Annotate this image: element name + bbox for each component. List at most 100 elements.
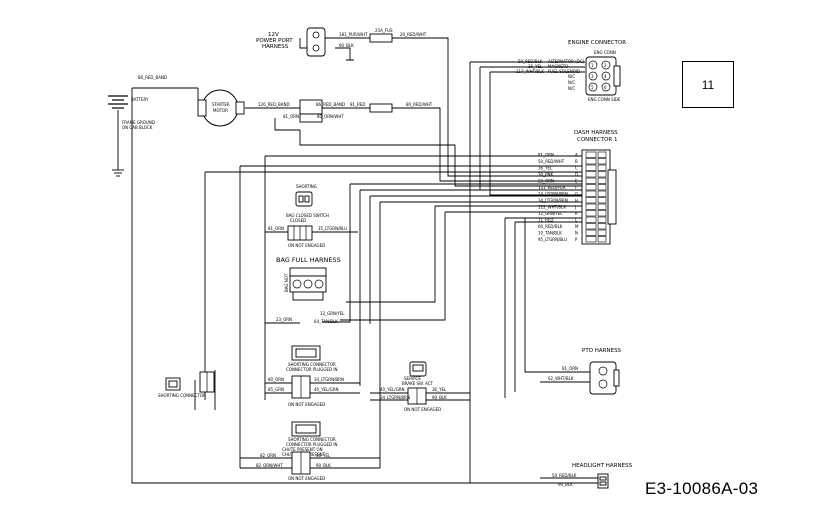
engine-conn-side: ENG CONN SIDE <box>588 97 621 102</box>
left-shorting-label: SHORTING CONNECTOR <box>158 393 206 398</box>
dash-pin-cell <box>585 190 597 197</box>
engine-pin-4: 4 <box>604 74 607 79</box>
shorting-connector-1: SHORTING CONNECTOR CONNECTOR PLUGGED IN … <box>268 345 344 407</box>
page-number: 11 <box>701 77 715 92</box>
dash-pin-cell <box>597 158 607 165</box>
fuse-top: 25A_FUS 20_RED/WHT <box>369 28 427 43</box>
engine-pin-5-name: N/C <box>568 80 575 85</box>
starter-label-2: MOTOR <box>213 108 228 113</box>
brake-label-1: SERVICE <box>404 376 421 381</box>
dash-pin-cell <box>585 229 597 236</box>
engine-pin-1: 1 <box>591 63 594 68</box>
engine-connector-title: ENGINE CONNECTOR <box>568 40 626 46</box>
dash-pin-cell <box>597 184 607 191</box>
short2-wire-a: 82_ORN <box>260 453 276 458</box>
dash-pin-cell <box>585 177 597 184</box>
dash-pin-letter: L <box>575 218 578 223</box>
bag-full-harness: BAG FULL HARNESS BAG NOT 23_ORN 12_GRN/Y… <box>276 256 345 324</box>
fuse-mid-wire-left: 81_RED <box>350 102 365 107</box>
frame-ground-label-2: ON CAB BLOCK <box>122 125 153 130</box>
dash-pin-cell <box>597 197 607 204</box>
battery: BATTERY 86_RED_BAND FRAME GROUND ON CAB … <box>108 75 167 177</box>
solenoid-wire-b: 80_ORN/WHT <box>317 114 344 119</box>
short1-wire-b: 34_LTGRN/BRN <box>314 377 344 382</box>
dash-pin-wire: 36_YEL <box>538 166 553 171</box>
dash-harness-title-2: CONNECTOR 1 <box>577 137 617 143</box>
bag-switch-wire-a: 81_ORN <box>268 226 284 231</box>
dash-pin-wire: 81_ORN <box>538 153 554 158</box>
short2-not-engaged: ON NOT ENGAGED <box>288 476 325 481</box>
dash-pin-cell <box>585 210 597 217</box>
short2-wire-d: 90_BLK <box>316 463 331 468</box>
bag-switch-not-engaged: ON NOT ENGAGED <box>288 243 325 248</box>
short2-wire-b: 36_YEL <box>316 453 331 458</box>
dash-pin-cell <box>597 223 607 230</box>
solenoid: 86_RED_BAND 81_ORN 80_ORN/WHT <box>283 99 345 123</box>
pto-wire-a: 81_ORN <box>562 366 578 371</box>
dash-pin-cell <box>585 184 597 191</box>
power-port-gnd-wire: 90_BLK <box>339 43 354 48</box>
bag-closed-label-2: CLOSED <box>290 218 306 223</box>
dash-pin-letter: F <box>575 185 578 190</box>
dash-pin-letter: H <box>575 198 578 203</box>
fuse-top-label: 25A_FUS <box>375 28 393 33</box>
bag-closed-label-1: BAG CLOSED SWITCH <box>286 213 329 218</box>
dash-pin-letter: N <box>575 231 578 236</box>
dash-pin-cell <box>597 171 607 178</box>
dash-pin-wire: 34_LTGRN/BRN <box>538 198 568 203</box>
dash-pin-cell <box>585 216 597 223</box>
dash-pin-wire: 30_PNK <box>538 172 553 177</box>
dash-pin-letter: B <box>575 159 578 164</box>
short1-wire-a: 80_ORN <box>268 377 284 382</box>
engine-pin-1-name: ALTERNATOR (DC) <box>548 59 585 64</box>
power-port-label-2: POWER PORT <box>256 38 293 44</box>
dash-pin-wire: 122_WHT/BLK <box>538 205 566 210</box>
dash-pin-cell <box>597 203 607 210</box>
dash-pin-letter: A <box>575 153 578 158</box>
chute-label-1: CHUTE PRESENT ON <box>282 447 323 452</box>
headlight-wire-b: 90_BLK <box>558 482 573 487</box>
short1-label-2: CONNECTOR PLUGGED IN <box>286 367 338 372</box>
starter-out-wire: 86_RED_BAND <box>316 102 345 107</box>
dash-pin-letter: G <box>575 192 578 197</box>
bag-full-wire-b: 12_GRN/YEL <box>320 311 345 316</box>
short1-wire-c: 40_YEL/GRN <box>314 387 339 392</box>
starter-label-1: STARTER <box>212 102 230 107</box>
dash-harness-title-1: DASH HARNESS <box>574 130 618 136</box>
engine-connector: ENGINE CONNECTOR ENG CONN 1 2 3 4 5 6 EN… <box>516 40 626 102</box>
pto-title: PTO HARNESS <box>582 348 622 354</box>
bag-switch-wire-b: 35_LTGRN/BLU <box>318 226 347 231</box>
engine-pin-5: 5 <box>591 85 594 90</box>
dash-pin-wire: 95_LTGRN/BLU <box>538 237 567 242</box>
dash-pin-cell <box>597 177 607 184</box>
wire-network <box>131 37 598 484</box>
dash-pin-wire: 50_RED/WHT <box>538 159 565 164</box>
dash-pin-cell <box>585 197 597 204</box>
dash-pin-cell <box>597 210 607 217</box>
power-port-harness: 12V POWER PORT HARNESS 181_PUR/WHT 90_BL… <box>256 27 368 57</box>
dash-pin-letter: E <box>575 179 578 184</box>
dash-pin-letter: D <box>575 172 578 177</box>
brake-wire-a: 40_YEL/GRN <box>380 387 405 392</box>
short2-label-2: CONNECTOR PLUGGED IN <box>286 442 338 447</box>
dash-pin-wire: 10_TAN/BLK <box>538 231 562 236</box>
frame-ground-label-1: FRAME GROUND <box>122 120 155 125</box>
short2-label-1: SHORTING CONNECTOR <box>288 437 336 442</box>
dash-pin-letter: P <box>575 237 578 242</box>
engine-pin-1-wire: 50_RED/BLK <box>518 59 543 64</box>
engine-pin-3-name: FUEL SOLENOID <box>548 69 580 74</box>
power-port-label-1: 12V <box>268 32 279 38</box>
dash-harness-connector: DASH HARNESS CONNECTOR 1 ABCDEFGHJKLMNP … <box>538 130 618 245</box>
engine-pin-2: 2 <box>604 63 607 68</box>
dash-pin-wire: 60_RED/BLK <box>538 224 563 229</box>
solenoid-wire-a: 81_ORN <box>283 114 299 119</box>
fuse-mid: 81_RED 80_RED/WHT <box>350 102 433 113</box>
fuse-top-wire: 20_RED/WHT <box>400 32 427 37</box>
dash-pin-cell <box>585 151 597 158</box>
dash-pin-letter: J <box>574 205 576 210</box>
dash-pin-cell <box>597 190 607 197</box>
battery-pos-wire: 86_RED_BAND <box>138 75 167 80</box>
brake-wire-b: 36_YEL <box>432 387 447 392</box>
headlight-title: HEADLIGHT HARNESS <box>572 463 633 469</box>
